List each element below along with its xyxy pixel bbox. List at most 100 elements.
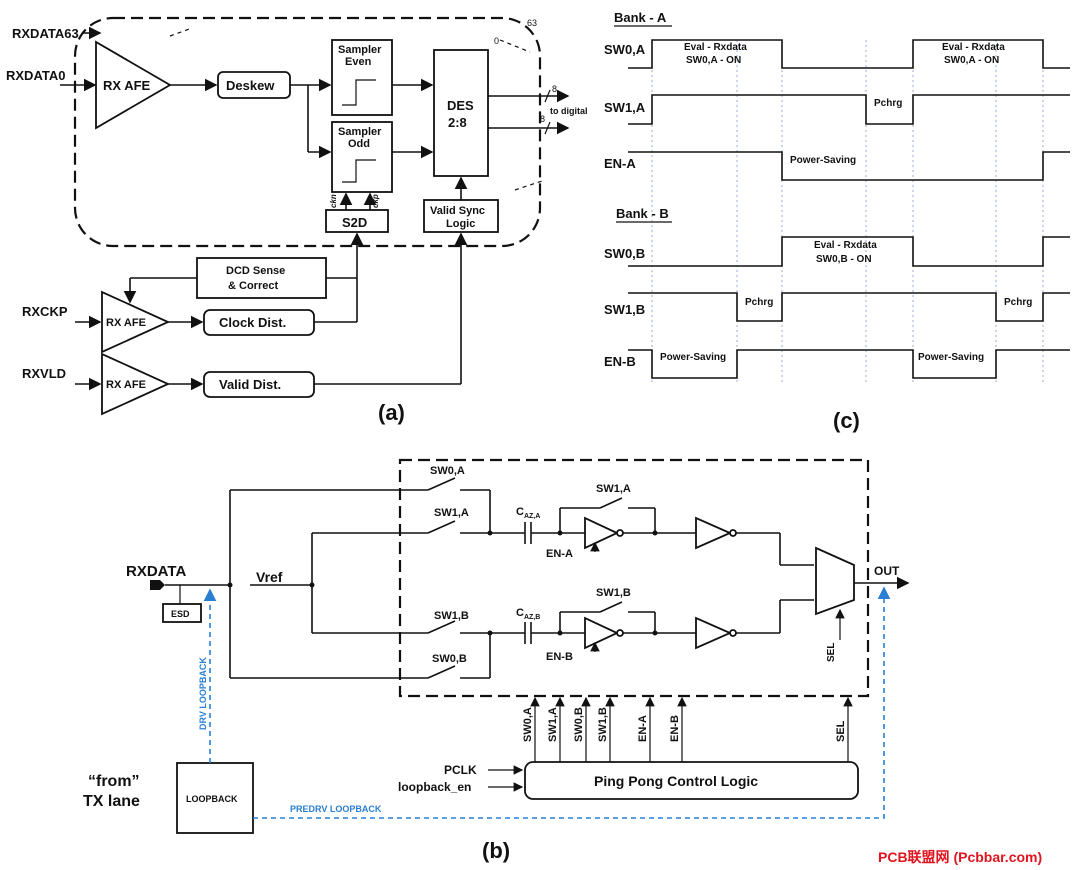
sampler-even-line1: Sampler (338, 44, 382, 56)
sw1b-switch-label: SW1,B (434, 610, 469, 622)
caz-b-label: CAZ,B (516, 607, 540, 621)
ctrl-sw0a: SW0,A (522, 707, 534, 742)
sw1b-switch (427, 620, 456, 634)
deskew-label: Deskew (226, 78, 275, 93)
ckp-label: ckp (371, 194, 380, 208)
sw0b-signal-label: SW0,B (604, 246, 645, 261)
pchrg-a-label: Pchrg (874, 98, 902, 109)
sw1a-feedback-label: SW1,A (596, 483, 631, 495)
watermark: PCB联盟网 (Pcbbar.com) (878, 849, 1042, 865)
sw1b-feedback-label: SW1,B (596, 587, 631, 599)
index-0-label: 0 (494, 36, 499, 46)
control-bus: SW0,A SW1,A SW0,B SW1,B EN-A EN-B SEL (522, 696, 853, 762)
ctrl-sel: SEL (835, 720, 847, 742)
clock-dist-label: Clock Dist. (219, 315, 286, 330)
power-saving-a-label: Power-Saving (790, 155, 856, 166)
bank-b-label: Bank - B (616, 206, 669, 221)
sw1a-switch (427, 520, 456, 534)
ena-waveform (628, 151, 1070, 181)
bus-width-8a: 8 (552, 84, 557, 94)
rx-afe-clock (101, 290, 171, 354)
des-block (433, 49, 489, 177)
sw0b-switch (427, 665, 456, 679)
rxdata63-label: RXDATA63 (12, 26, 79, 41)
rx-afe-valid-label: RX AFE (106, 379, 146, 391)
bank-a-label: Bank - A (614, 10, 667, 25)
predrv-loopback-path (253, 586, 891, 819)
sw1b-feedback-switch (599, 601, 623, 613)
sw0a-signal-label: SW0,A (604, 42, 646, 57)
ping-pong-boundary (398, 458, 870, 698)
ping-pong-control-logic (524, 761, 859, 800)
out-label: OUT (874, 564, 900, 578)
enb-signal-label: EN-B (604, 354, 636, 369)
en-a-label: EN-A (546, 548, 573, 560)
rxdata0-label: RXDATA0 (6, 68, 65, 83)
valid-dist-label: Valid Dist. (219, 377, 281, 392)
rx-afe-valid (101, 352, 171, 416)
to-digital-label: to digital (550, 106, 588, 116)
eval-a2-line2: SW0,A - ON (944, 55, 999, 66)
sampler-odd (331, 121, 393, 193)
esd-label: ESD (171, 609, 190, 619)
sampler-even (331, 39, 393, 116)
sw1a-switch-label: SW1,A (434, 507, 469, 519)
power-saving-b2-label: Power-Saving (918, 352, 984, 363)
output-mux (815, 546, 855, 616)
mux-sel-label: SEL (826, 643, 837, 662)
ping-pong-label: Ping Pong Control Logic (594, 773, 758, 789)
sampler-odd-symbol (342, 159, 376, 183)
sw0a-switch (427, 477, 456, 491)
ctrl-sw1b: SW1,B (597, 707, 609, 742)
inverter-b2 (695, 616, 733, 650)
rxckp-label: RXCKP (22, 304, 68, 319)
valid-sync-line2: Logic (446, 218, 475, 230)
index-63-label: 63 (527, 18, 537, 28)
rx-afe-main-label: RX AFE (103, 78, 151, 93)
eval-b-line1: Eval - Rxdata (814, 240, 877, 251)
ena-signal-label: EN-A (604, 156, 636, 171)
rxdata-pad (150, 580, 165, 590)
s2d-block (325, 209, 389, 233)
sw0a-waveform (628, 39, 1070, 69)
loopback-en-label: loopback_en (398, 780, 471, 794)
ckn-label: ckn (329, 194, 338, 208)
drv-loopback-label: DRV LOOPBACK (198, 657, 208, 730)
ctrl-sw0b: SW0,B (573, 707, 585, 742)
sw0b-waveform (628, 236, 1070, 267)
esd-block (162, 603, 202, 623)
en-b-label: EN-B (546, 651, 573, 663)
panel-b: RXDATA ESD Vref SW0,A SW1,A SW1,B SW0,B (83, 458, 910, 863)
des-line2: 2:8 (448, 115, 467, 130)
caption-a: (a) (378, 400, 405, 425)
eval-a2-line1: Eval - Rxdata (942, 42, 1005, 53)
dcd-sense-block (196, 257, 327, 299)
sw1b-waveform (628, 292, 1070, 322)
ctrl-enb: EN-B (669, 715, 681, 742)
lane-array-boundary (73, 16, 542, 248)
sw0b-switch-label: SW0,B (432, 653, 467, 665)
panel-a: RXDATA63 RXDATA0 63 0 RX AFE Deskew Samp… (6, 16, 588, 425)
caption-b: (b) (482, 838, 510, 863)
des-line1: DES (447, 98, 474, 113)
inverter-b1 (584, 616, 620, 650)
sw0a-switch-label: SW0,A (430, 465, 465, 477)
ctrl-sw1a: SW1,A (547, 707, 559, 742)
eval-a1-line2: SW0,A - ON (686, 55, 741, 66)
bus-width-8b: 8 (540, 114, 545, 124)
rx-afe-main (95, 40, 172, 130)
from-label-line2: TX lane (83, 793, 140, 810)
sw1a-waveform (628, 94, 1070, 125)
from-label-line1: “from” (88, 773, 140, 790)
rx-afe-clock-label: RX AFE (106, 317, 146, 329)
inverter-a1 (584, 516, 620, 550)
sampler-even-symbol (342, 79, 376, 106)
eval-b-line2: SW0,B - ON (816, 254, 872, 265)
sw1a-feedback-switch (599, 497, 623, 509)
dcd-line2: & Correct (228, 280, 278, 292)
predrv-loopback-label: PREDRV LOOPBACK (290, 804, 382, 814)
ctrl-ena: EN-A (637, 715, 649, 742)
valid-sync-line1: Valid Sync (430, 205, 485, 217)
caption-c: (c) (833, 408, 860, 433)
